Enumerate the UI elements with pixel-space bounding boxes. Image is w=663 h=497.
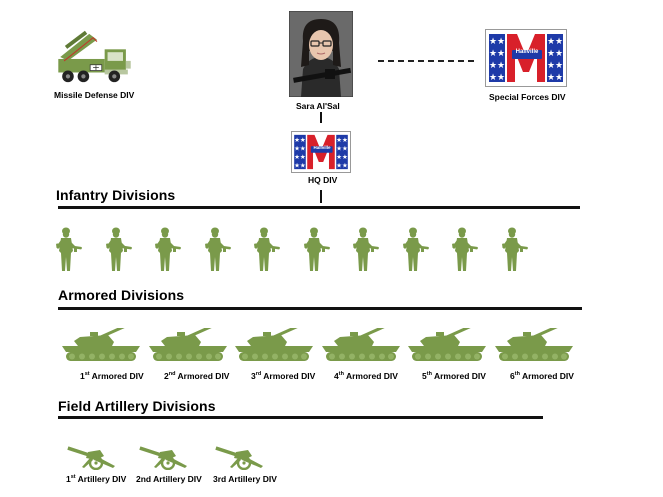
howitzer-icon bbox=[138, 442, 188, 470]
artillery-unit-label: 1st Artillery DIV bbox=[66, 474, 126, 484]
soldier-icon bbox=[448, 227, 478, 273]
hq-logo-text: Hallville bbox=[313, 145, 331, 150]
soldier-icon bbox=[399, 227, 429, 273]
armored-unit-number: 5 bbox=[422, 371, 427, 381]
artillery-section-title: Field Artillery Divisions bbox=[58, 398, 216, 414]
armored-unit-label: 1st Armored DIV bbox=[80, 371, 144, 381]
armored-unit-text: Armored DIV bbox=[519, 371, 574, 381]
armored-unit-text: Armored DIV bbox=[343, 371, 398, 381]
armored-section-title: Armored Divisions bbox=[58, 287, 185, 303]
tank-icon bbox=[147, 328, 229, 362]
armored-divider bbox=[58, 307, 582, 310]
commander-hq-connector bbox=[320, 112, 322, 123]
infantry-divider bbox=[58, 206, 580, 209]
artillery-unit-number: 1 bbox=[66, 474, 71, 484]
soldier-icon bbox=[250, 227, 280, 273]
infantry-section-title: Infantry Divisions bbox=[56, 187, 176, 203]
armored-unit-label: 6th Armored DIV bbox=[510, 371, 574, 381]
tank-icon bbox=[320, 328, 402, 362]
armored-unit-number: 4 bbox=[334, 371, 339, 381]
armored-unit-label: 2nd Armored DIV bbox=[164, 371, 229, 381]
soldier-icon bbox=[52, 227, 82, 273]
artillery-unit-number: 2nd bbox=[136, 474, 152, 484]
artillery-unit-text: Artillery DIV bbox=[151, 474, 202, 484]
armored-unit-ordinal-suffix: th bbox=[426, 371, 432, 378]
soldier-icon bbox=[201, 227, 231, 273]
armored-unit-number: 6 bbox=[510, 371, 515, 381]
missile-defense-label: Missile Defense DIV bbox=[54, 90, 135, 100]
armored-unit-text: Armored DIV bbox=[431, 371, 486, 381]
armored-unit-ordinal-suffix: nd bbox=[168, 371, 176, 378]
artillery-unit-text: Artillery DIV bbox=[226, 474, 277, 484]
soldier-icon bbox=[300, 227, 330, 273]
logo-text: Hallville bbox=[515, 49, 539, 55]
armored-unit-number: 2 bbox=[164, 371, 169, 381]
special-forces-label: Special Forces DIV bbox=[489, 92, 566, 102]
artillery-unit-label: 2nd Artillery DIV bbox=[136, 474, 202, 484]
tank-icon bbox=[406, 328, 488, 362]
artillery-unit-label: 3rd Artillery DIV bbox=[213, 474, 277, 484]
armored-unit-ordinal-suffix: st bbox=[84, 371, 90, 378]
artillery-unit-ordinal-suffix: st bbox=[70, 474, 76, 481]
tank-icon bbox=[493, 328, 575, 362]
tank-icon bbox=[60, 328, 142, 362]
hq-infantry-connector bbox=[320, 190, 322, 203]
armored-unit-text: Armored DIV bbox=[175, 371, 230, 381]
howitzer-icon bbox=[66, 442, 116, 470]
armored-unit-label: 4th Armored DIV bbox=[334, 371, 398, 381]
armored-unit-text: Armored DIV bbox=[89, 371, 144, 381]
armored-unit-ordinal-suffix: th bbox=[514, 371, 520, 378]
artillery-divider bbox=[58, 416, 543, 419]
commander-name-label: Sara Al'Sal bbox=[296, 101, 340, 111]
armored-unit-label: 3rd Armored DIV bbox=[251, 371, 315, 381]
commander-photo bbox=[289, 11, 353, 97]
hq-logo: Hallville bbox=[291, 131, 351, 173]
armored-unit-label: 5th Armored DIV bbox=[422, 371, 486, 381]
tank-icon bbox=[233, 328, 315, 362]
howitzer-icon bbox=[214, 442, 264, 470]
armored-unit-number: 3 bbox=[251, 371, 256, 381]
artillery-unit-number: 3rd bbox=[213, 474, 227, 484]
special-forces-dashed-connector bbox=[378, 60, 474, 62]
armored-unit-number: 1 bbox=[80, 371, 85, 381]
soldier-icon bbox=[498, 227, 528, 273]
armored-unit-ordinal-suffix: rd bbox=[255, 371, 262, 378]
soldier-icon bbox=[151, 227, 181, 273]
armored-unit-ordinal-suffix: th bbox=[338, 371, 344, 378]
special-forces-logo: Hallville bbox=[485, 29, 567, 87]
armored-unit-text: Armored DIV bbox=[261, 371, 316, 381]
artillery-unit-text: Artillery DIV bbox=[75, 474, 127, 484]
soldier-icon bbox=[349, 227, 379, 273]
soldier-icon bbox=[102, 227, 132, 273]
hq-label: HQ DIV bbox=[308, 175, 338, 185]
missile-launcher-truck-icon bbox=[56, 30, 134, 86]
